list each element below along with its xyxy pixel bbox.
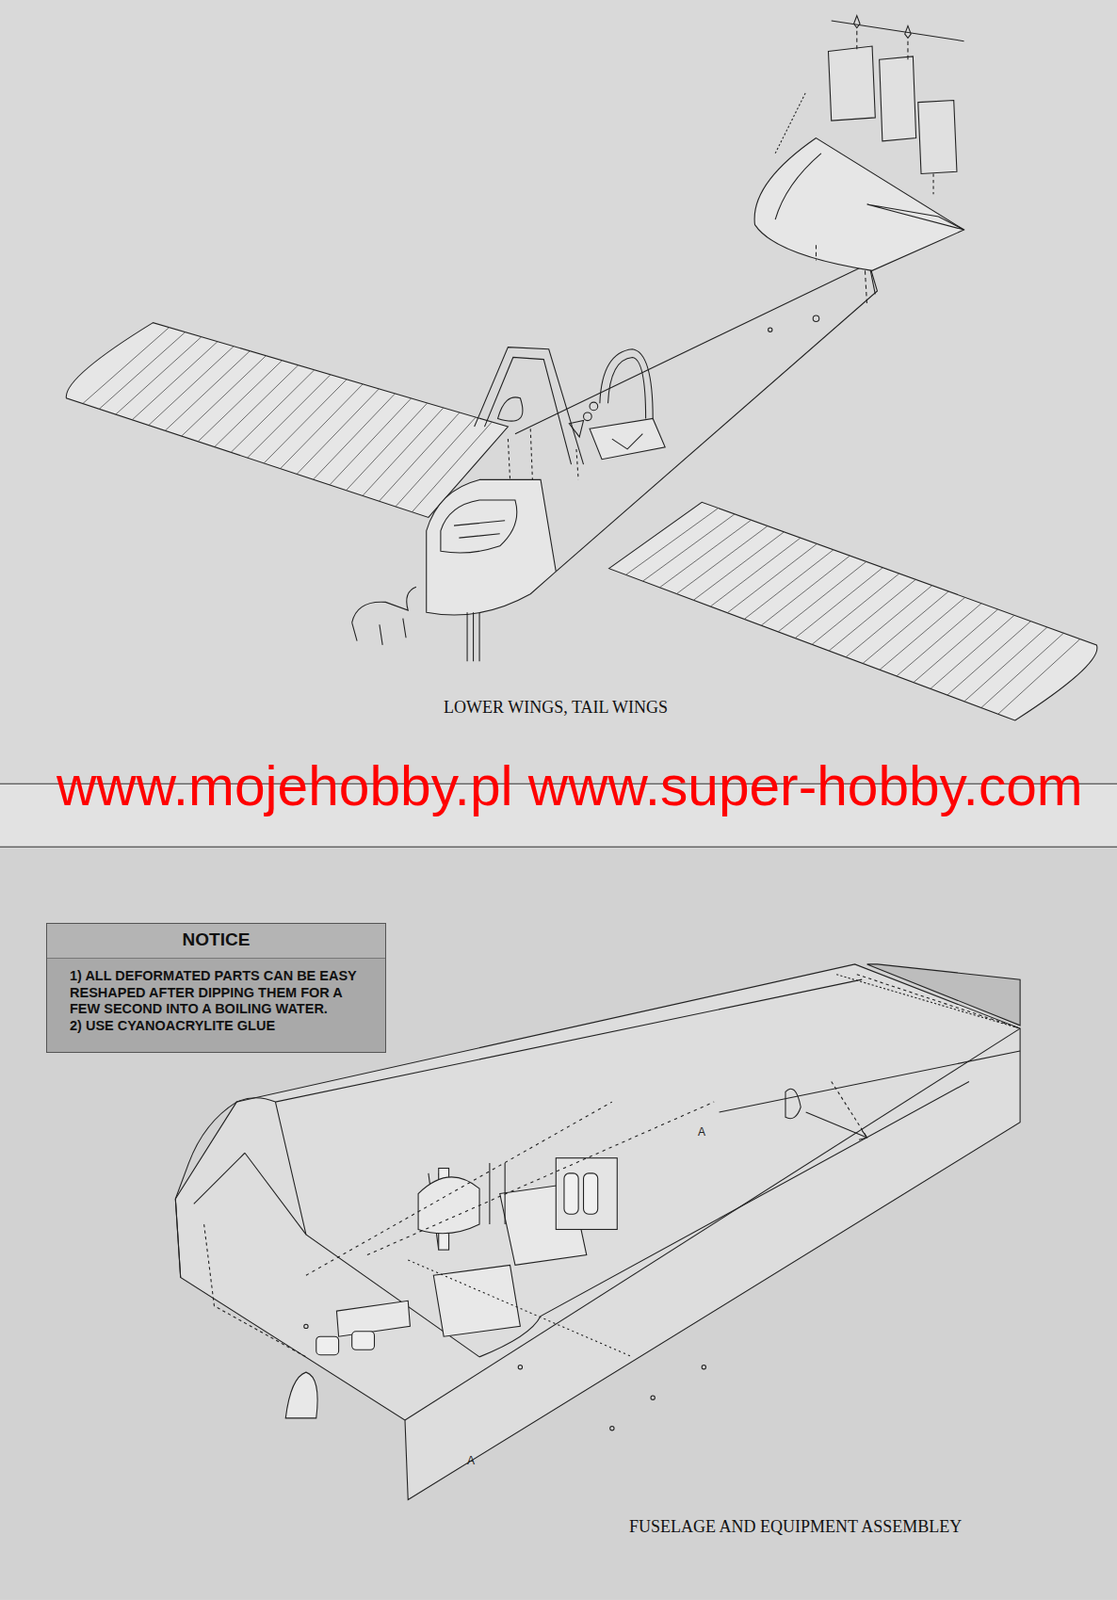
bottom-panel [0,846,1117,1600]
panel-caption: LOWER WINGS, TAIL WINGS [443,697,668,718]
notice-heading: NOTICE [47,923,386,959]
panel-caption: FUSELAGE AND EQUIPMENT ASSEMBLEY [629,1517,962,1538]
notice-text: 1) ALL DEFORMATED PARTS CAN BE EASY RESH… [47,968,386,1019]
part-letter: A [697,1125,706,1139]
notice-box: NOTICE 1) ALL DEFORMATED PARTS CAN BE EAS… [46,922,387,1053]
top-panel [0,0,1117,784]
lower-wing-assembly [65,16,1098,721]
part-letter: A [467,1454,475,1468]
notice-text: 2) USE CYANOACRYLITE GLUE [47,1018,386,1036]
watermark: www.mojehobby.pl www.super-hobby.com [56,759,1084,815]
